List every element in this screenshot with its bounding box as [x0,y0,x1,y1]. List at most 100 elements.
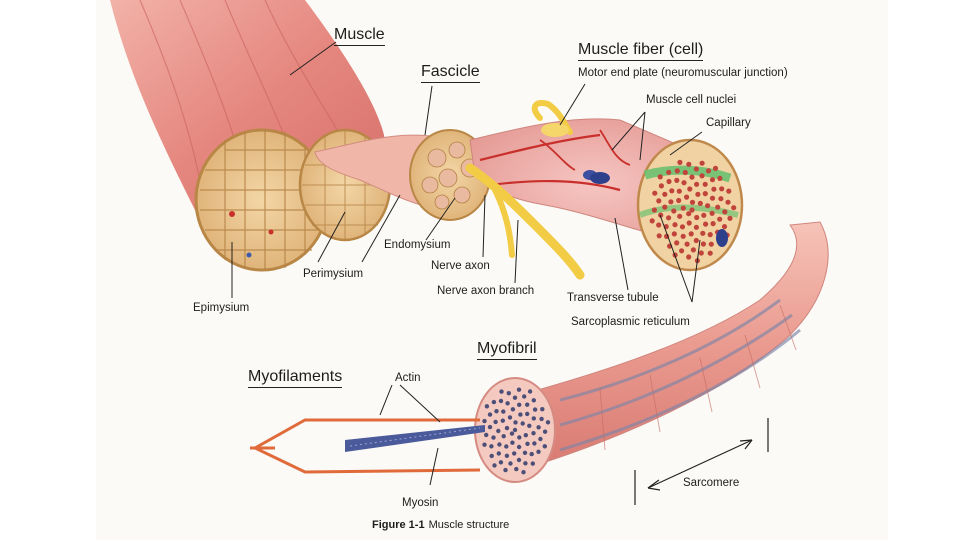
label-fascicle: Fascicle [421,64,480,83]
myofibril-bundle-dot [710,221,716,227]
myofilament-end-dot [487,424,493,430]
myofilament-end-dot [525,441,530,446]
myofibril-bundle-dot [721,224,728,230]
label-capillary: Capillary [706,117,751,129]
myofilaments [250,418,485,474]
myofilament-end-dot [497,442,502,447]
myofilament-end-dot [503,467,508,473]
myofibril-bundle-dot [657,174,663,180]
myofibril-bundle-dot [671,208,677,214]
myofibril-bundle-dot [652,190,658,196]
myofilament-end-dot [531,398,536,403]
myofilament-end-dot [539,416,544,422]
myofibril-bundle-dot [676,188,682,194]
myofibril-bundle-dot [668,199,674,205]
label-muscle-fiber: Muscle fiber (cell) [578,42,704,61]
myofibril-bundle-dot [666,215,672,221]
myofibril-bundle-dot [718,196,724,202]
myofibril-bundle-dot [674,240,680,246]
nerve-axon [465,100,585,280]
myofibril-bundle-dot [702,181,708,187]
myofibril-bundle-dot [703,221,709,227]
myofibril-bundle-dot [672,222,678,228]
myofilament-end-dot [512,451,517,456]
myofilament-end-dot [496,428,501,434]
myofibril-bundle-dot [715,204,721,210]
myofibril-bundle-dot [677,159,683,165]
myofilament-end-dot [523,461,528,466]
myofilament-end-dot [531,416,536,421]
myofibril-bundle-dot [717,216,723,222]
myofibril-bundle-dot [686,161,692,167]
myofibril-bundle-dot [700,241,707,247]
myofilament-end-dot [521,470,526,475]
myofilament-end-dot [527,423,532,428]
myofibril-bundle-dot [686,254,692,260]
myofibril-bundle-dot [709,195,716,201]
myofibril-bundle-dot [699,173,705,179]
label-endomysium: Endomysium [384,239,451,251]
myofilament-end-dot [487,412,493,417]
myofilament-end-dot [510,440,515,445]
myofilament-end-dot [507,415,513,420]
myofilament-end-dot [506,391,511,396]
myofilament-end-dot [516,444,522,450]
myofibril-bundle-dot [679,224,686,230]
myofibril-bundle-dot [662,191,668,197]
myofibril-bundle-dot [658,212,664,218]
myofilament-end-dot [513,420,518,425]
myofilament-end-dot [531,431,536,436]
myofibril-bundle-dot [674,168,680,174]
label-motor-end-plate: Motor end plate (neuromuscular junction) [578,67,788,79]
myofibril-bundle-dot [680,205,686,211]
myofibril-bundle-dot [731,205,737,211]
myofibril-bundle-dot [679,248,685,254]
myofibril-bundle-dot [709,177,716,183]
myofibril-bundle-dot [686,220,692,226]
myofilament-end-dot [512,395,518,400]
myofilament-end-dot [525,402,530,407]
figure-number: Figure 1-1 [372,519,425,531]
myofilament-end-dot [517,435,522,440]
myofilament-end-dot [504,453,510,458]
label-actin: Actin [395,372,421,384]
myofibril-bundle-dot [693,224,700,230]
myofilament-end-dot [529,451,534,457]
myofilament-end-dot [482,418,487,424]
myofilament-end-dot [520,421,525,426]
myofilament-end-dot [492,463,497,468]
muscle-belly [110,0,385,220]
myofilament-end-dot [536,449,541,454]
myofibril-bundle-dot [674,177,680,183]
myofilament-end-dot [501,434,506,439]
label-muscle-cell-nuclei: Muscle cell nuclei [646,94,737,106]
myofilament-end-dot [540,407,545,412]
myofibril-bundle-dot [666,169,672,175]
myofibril-bundle-dot [681,180,687,186]
myofibril-bundle-dot [694,214,700,221]
myofilament-end-dot [484,404,490,409]
myofibril-bundle-dot [722,209,728,215]
myofibril-bundle-dot [677,213,683,219]
myofibril-bundle-dot [693,166,700,172]
myofilament-end-dot [494,409,499,414]
myofilament-end-dot [514,466,519,472]
myofilament-end-dot [530,461,535,466]
label-sarcomere: Sarcomere [683,477,740,489]
label-myofilaments: Myofilaments [248,369,343,388]
myofilament-end-dot [498,398,504,404]
myofilament-end-dot [522,450,528,455]
myofilament-end-dot [510,407,516,412]
label-epimysium: Epimysium [193,302,250,314]
myofilament-end-dot [500,418,505,423]
myofilament-end-dot [525,411,530,417]
myofibril-bundle-dot [712,165,719,171]
myofibril-bundle-dot [711,186,717,192]
label-myofibril: Myofibril [477,341,537,360]
myofibril-bundle-dot [671,231,677,237]
myofibril-bundle-dot [700,230,706,236]
label-sarcoplasmic-reticulum: Sarcoplasmic reticulum [571,316,690,328]
myofibril-bundle-dot [651,207,658,213]
